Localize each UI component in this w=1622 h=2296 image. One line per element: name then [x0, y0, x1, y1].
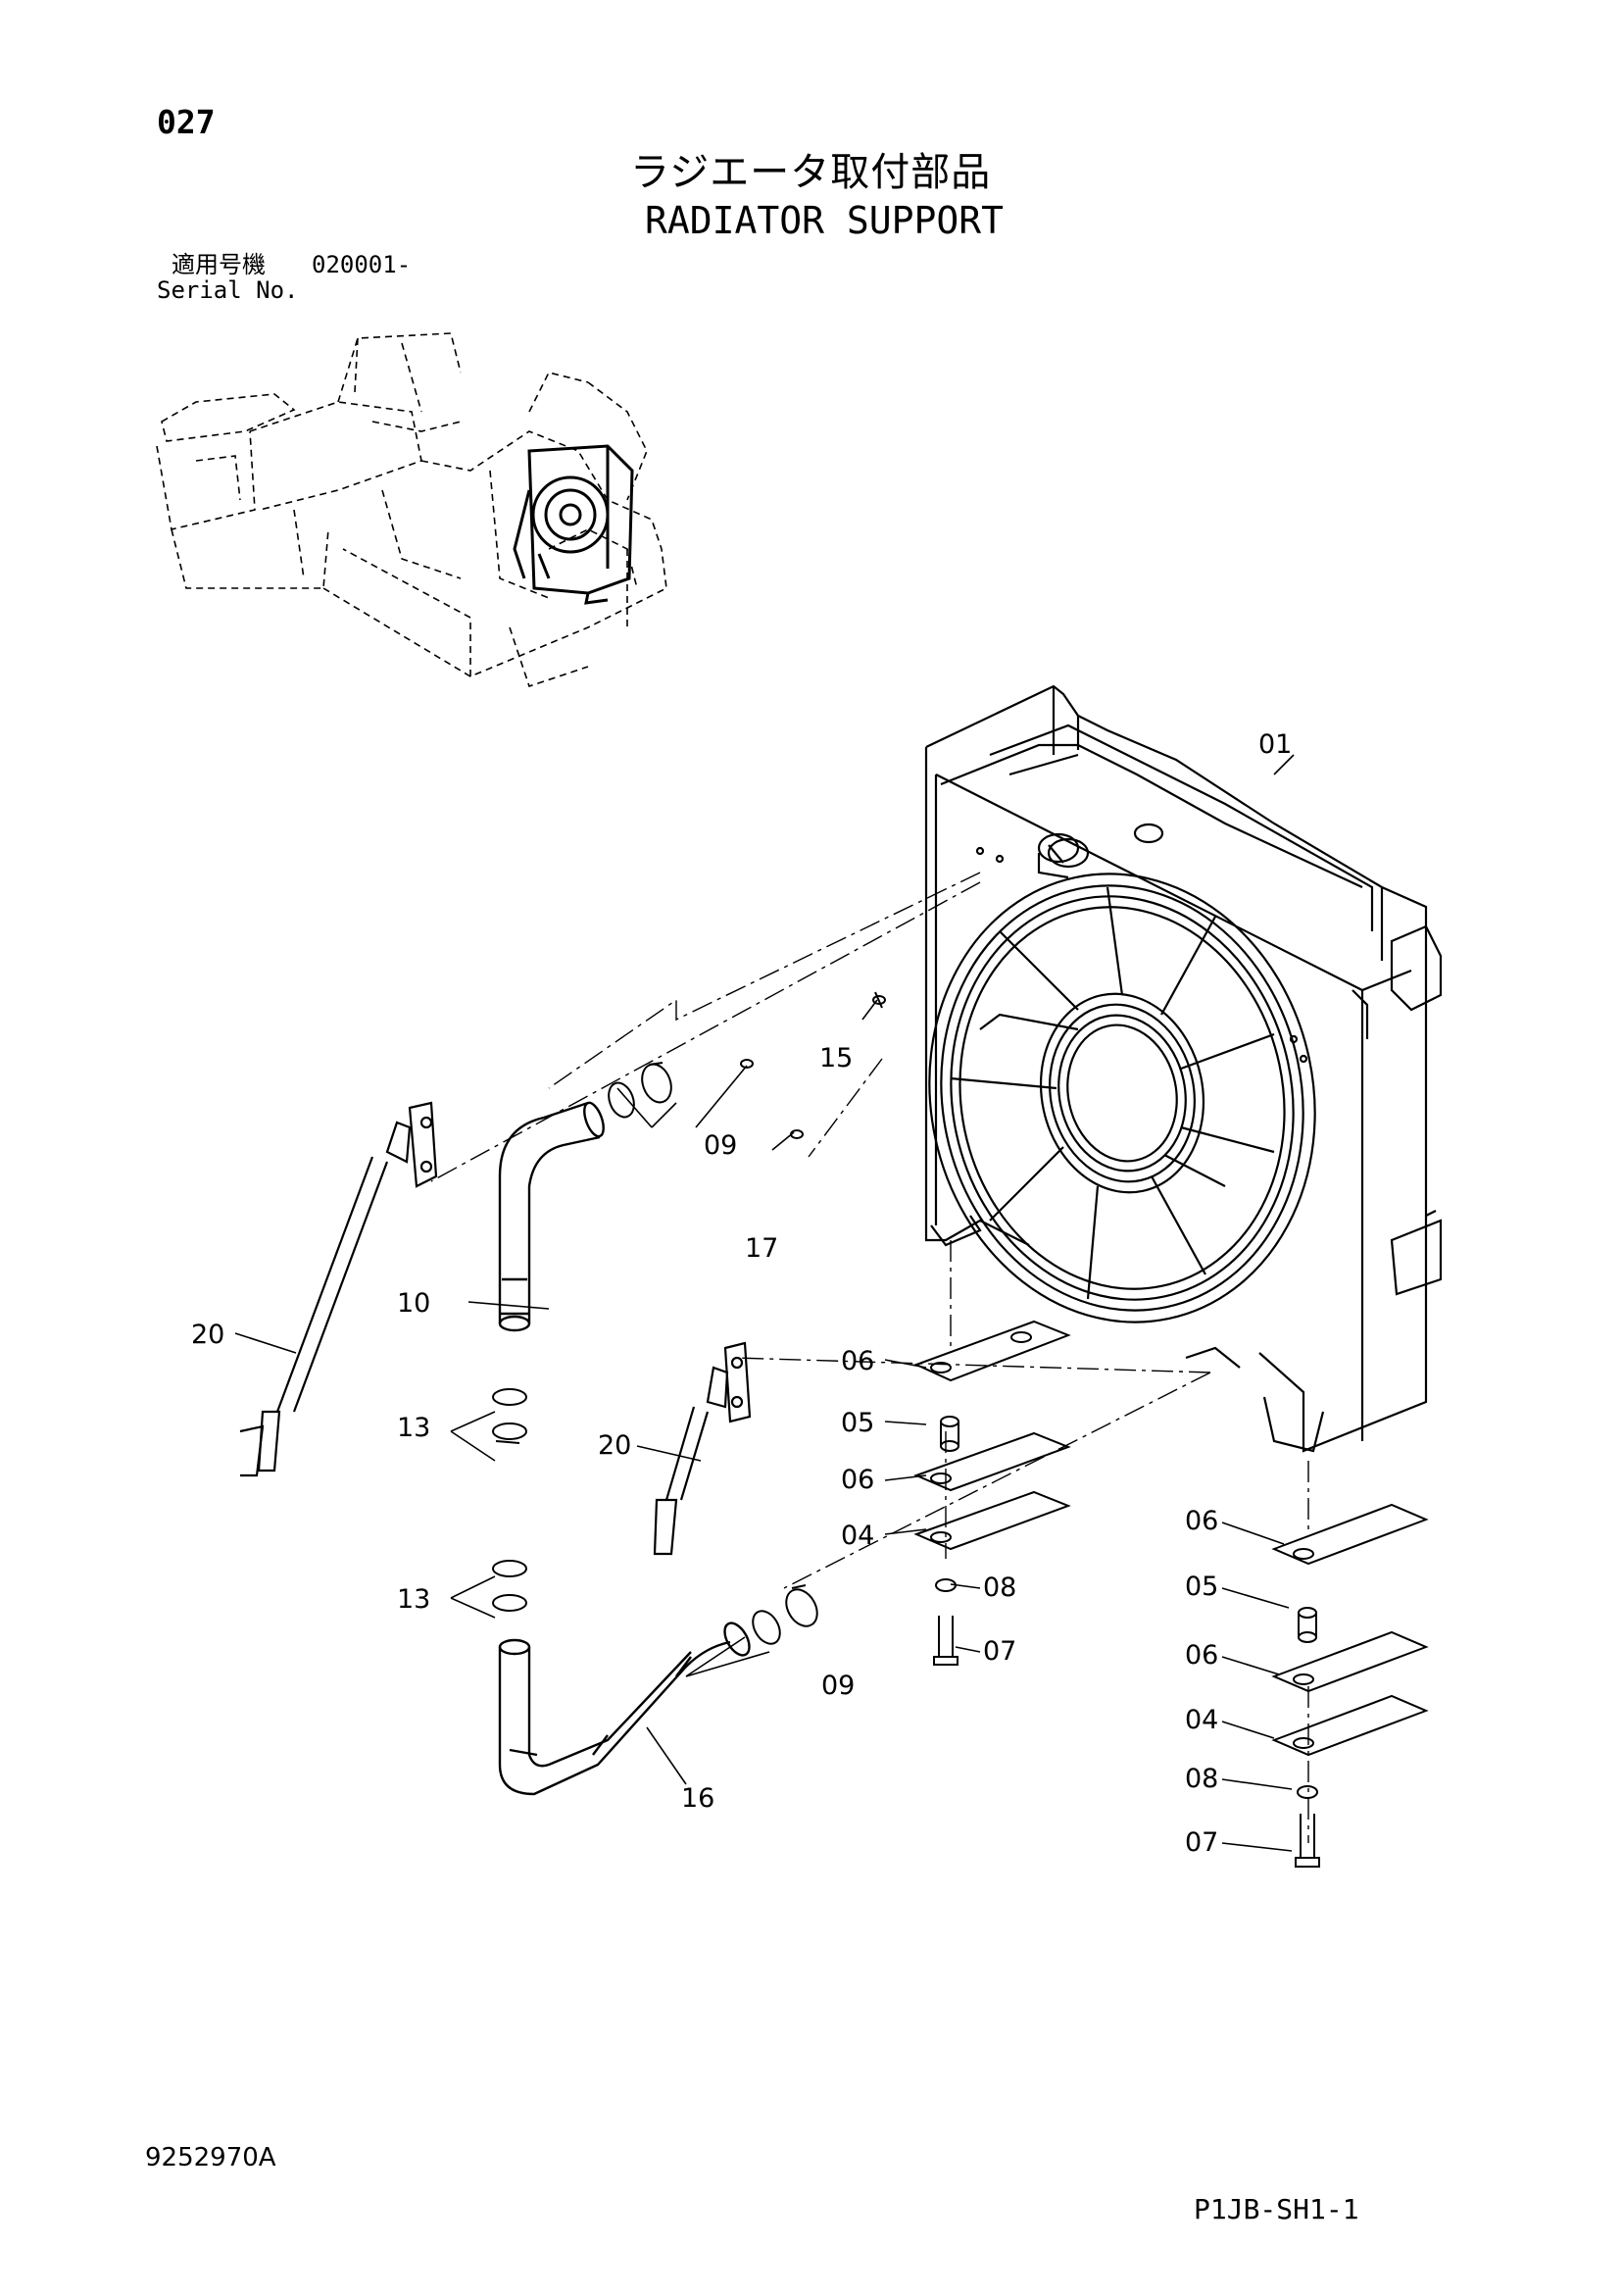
- machine-overview-illustration: [156, 332, 667, 688]
- callout-04-center: 04: [841, 1521, 874, 1551]
- serial-number-range: 020001-: [312, 251, 412, 278]
- page-number: 027: [157, 103, 216, 141]
- callout-13-lower: 13: [397, 1584, 430, 1615]
- lower-radiator-hose: [498, 1622, 751, 1796]
- alignment-lines: [430, 872, 1309, 1843]
- callout-06-center-top: 06: [841, 1346, 874, 1376]
- callout-20-right: 20: [598, 1430, 631, 1461]
- callout-labels: 01 15 09 17 10 20 06 13 05 20 06 04 06 0…: [191, 729, 1292, 1858]
- callout-07-center: 07: [983, 1636, 1016, 1667]
- callout-06-center-bottom: 06: [841, 1465, 874, 1495]
- callout-07-right: 07: [1185, 1827, 1218, 1858]
- callout-05-center: 05: [841, 1408, 874, 1438]
- callout-01: 01: [1258, 729, 1292, 760]
- sheet-code: P1JB-SH1-1: [1194, 2193, 1359, 2225]
- callout-13-upper: 13: [397, 1413, 430, 1443]
- overview-radiator-highlight: [513, 444, 634, 605]
- callout-05-right: 05: [1185, 1572, 1218, 1602]
- callout-20-left: 20: [191, 1320, 224, 1350]
- document-number: 9252970A: [145, 2143, 276, 2172]
- small-fasteners: [740, 991, 886, 1139]
- callout-04-right: 04: [1185, 1705, 1218, 1735]
- page-title-japanese: ラジエータ取付部品: [630, 150, 992, 195]
- callout-08-center: 08: [983, 1572, 1016, 1603]
- serial-label-japanese: 適用号機: [172, 251, 266, 278]
- hose-clamps-lower: [492, 1560, 818, 1645]
- callout-08-right: 08: [1185, 1764, 1218, 1794]
- mount-stack-center: [913, 1320, 1071, 1666]
- callout-16: 16: [681, 1783, 714, 1814]
- callout-15: 15: [819, 1043, 853, 1073]
- radiator-assembly: [924, 684, 1443, 1453]
- callout-09-lower: 09: [821, 1671, 855, 1701]
- upper-radiator-hose: [498, 1101, 605, 1332]
- leader-lines: [234, 754, 1295, 1852]
- callout-10: 10: [397, 1288, 430, 1319]
- callout-17: 17: [745, 1233, 778, 1264]
- mount-stack-right: [1271, 1503, 1429, 1868]
- stay-rod-left: [239, 1101, 438, 1477]
- stay-rod-right: [653, 1341, 752, 1556]
- serial-label-english: Serial No.: [157, 276, 299, 304]
- callout-06-right-top: 06: [1185, 1506, 1218, 1536]
- page-title-english: RADIATOR SUPPORT: [645, 199, 1005, 242]
- hose-clamps-upper: [492, 1062, 672, 1444]
- callout-09-upper: 09: [704, 1130, 737, 1161]
- callout-06-right-bottom: 06: [1185, 1640, 1218, 1671]
